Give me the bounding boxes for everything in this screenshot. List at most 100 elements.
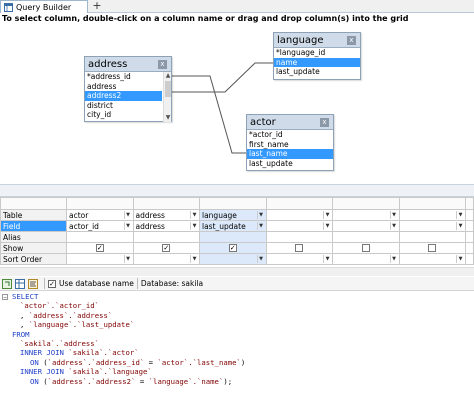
pane-splitter[interactable]: [0, 184, 474, 197]
row-header: Sort Order: [0, 253, 67, 265]
column-header[interactable]: [332, 197, 400, 210]
show-checkbox[interactable]: ✓: [228, 244, 237, 252]
field-item[interactable]: *address_id: [87, 72, 131, 81]
table-header[interactable]: language x: [274, 33, 360, 48]
table-header[interactable]: actor x: [247, 115, 333, 130]
chevron-down-icon[interactable]: ▼: [190, 211, 198, 219]
chevron-down-icon[interactable]: ▼: [256, 255, 265, 263]
field-item[interactable]: district: [87, 100, 113, 110]
field-item[interactable]: *language_id: [276, 48, 326, 57]
sql-keyword: ON: [30, 376, 44, 386]
chevron-down-icon[interactable]: ▼: [323, 211, 331, 219]
field-cell[interactable]: address▼: [132, 220, 200, 232]
table-header[interactable]: address x: [85, 57, 171, 72]
chevron-down-icon[interactable]: ▼: [323, 255, 331, 263]
field-cell[interactable]: last_update▼: [199, 220, 267, 232]
chevron-down-icon[interactable]: ▼: [389, 222, 398, 230]
chevron-down-icon[interactable]: ▼: [123, 222, 132, 230]
format-icon[interactable]: [28, 278, 38, 289]
show-checkbox[interactable]: [428, 244, 437, 252]
chevron-down-icon[interactable]: ▼: [323, 222, 331, 230]
close-icon[interactable]: x: [158, 60, 167, 69]
show-checkbox[interactable]: [295, 244, 304, 252]
show-checkbox[interactable]: ✓: [95, 244, 104, 252]
field-cell[interactable]: ▼: [265, 220, 333, 232]
scroll-down-icon[interactable]: ▼: [165, 114, 171, 121]
show-checkbox[interactable]: ✓: [162, 244, 171, 252]
chevron-down-icon[interactable]: ▼: [123, 255, 132, 263]
grid-icon[interactable]: [15, 278, 25, 289]
column-header[interactable]: [132, 197, 200, 210]
column-header[interactable]: [398, 197, 466, 210]
field-cell[interactable]: ▼: [332, 220, 400, 232]
sql-identifier: `actor`.`last_name`: [157, 357, 241, 367]
use-database-name-checkbox[interactable]: ✓: [48, 279, 56, 288]
table-actor[interactable]: actor x *actor_id first_name last_name l…: [246, 114, 334, 171]
table-cell[interactable]: language ▼: [199, 209, 267, 221]
sql-keyword: ON: [30, 357, 44, 367]
table-cell[interactable]: ▼: [398, 209, 466, 221]
field-item[interactable]: address: [87, 81, 117, 91]
chevron-down-icon[interactable]: ▼: [389, 211, 398, 219]
alias-cell[interactable]: [398, 231, 466, 243]
table-cell[interactable]: address▼: [132, 209, 200, 221]
field-item[interactable]: first_name: [249, 139, 289, 149]
diagram-canvas[interactable]: address x *address_id address address2 d…: [0, 24, 474, 184]
chevron-down-icon[interactable]: ▼: [456, 255, 464, 263]
sort-cell[interactable]: ▼: [66, 253, 134, 265]
column-header[interactable]: [66, 197, 134, 210]
table-address[interactable]: address x *address_id address address2 d…: [84, 56, 172, 122]
chevron-down-icon[interactable]: ▼: [123, 211, 132, 219]
sort-cell[interactable]: ▼: [398, 253, 466, 265]
chevron-down-icon[interactable]: ▼: [190, 255, 198, 263]
criteria-grid: Table actor▼ address▼ language▼ ▼ ▼ ▼ Fi…: [0, 197, 474, 267]
alias-cell[interactable]: [66, 231, 134, 243]
show-cell: [332, 242, 400, 254]
alias-cell[interactable]: [265, 231, 333, 243]
horizontal-scrollbar[interactable]: [0, 267, 474, 276]
field-cell[interactable]: ▼: [398, 220, 466, 232]
chevron-down-icon[interactable]: ▼: [456, 211, 464, 219]
show-cell: ✓: [66, 242, 134, 254]
alias-cell[interactable]: [132, 231, 200, 243]
column-header[interactable]: [265, 197, 333, 210]
column-header[interactable]: [199, 197, 267, 210]
field-item[interactable]: last_name: [247, 149, 333, 159]
chevron-down-icon[interactable]: ▼: [389, 255, 398, 263]
sql-editor[interactable]: −SELECT`actor`.`actor_id`, `address`.`ad…: [0, 292, 474, 403]
table-cell[interactable]: ▼: [332, 209, 400, 221]
table-language[interactable]: language x *language_id name last_update: [273, 32, 361, 80]
field-item[interactable]: last_update: [276, 67, 320, 77]
sort-cell[interactable]: ▼: [199, 253, 267, 265]
vertical-scrollbar[interactable]: ▲ ▼: [163, 72, 171, 122]
scroll-up-icon[interactable]: ▲: [165, 72, 171, 79]
tab-query-builder[interactable]: Query Builder: [0, 0, 88, 13]
field-item[interactable]: city_id: [87, 110, 112, 120]
field-item[interactable]: name: [274, 57, 360, 68]
alias-cell[interactable]: [332, 231, 400, 243]
sql-identifier: `address`.`address_id`: [47, 357, 145, 367]
refresh-icon[interactable]: [2, 278, 12, 289]
show-checkbox[interactable]: [361, 244, 370, 252]
close-icon[interactable]: x: [347, 36, 356, 45]
sort-cell[interactable]: ▼: [332, 253, 400, 265]
close-icon[interactable]: x: [320, 118, 329, 127]
field-item[interactable]: *actor_id: [249, 130, 283, 139]
alias-cell[interactable]: [199, 231, 267, 243]
scroll-thumb[interactable]: [165, 81, 171, 97]
field-cell[interactable]: actor_id▼: [66, 220, 134, 232]
chevron-down-icon[interactable]: ▼: [190, 222, 198, 230]
chevron-down-icon[interactable]: ▼: [256, 222, 265, 230]
field-item[interactable]: address2: [85, 91, 162, 101]
field-item[interactable]: last_update: [249, 158, 293, 168]
chevron-down-icon[interactable]: ▼: [256, 211, 265, 219]
sql-text: ): [240, 357, 246, 367]
sort-cell[interactable]: ▼: [132, 253, 200, 265]
table-cell[interactable]: actor▼: [66, 209, 134, 221]
cell-value: language: [202, 210, 237, 220]
chevron-down-icon[interactable]: ▼: [456, 222, 464, 230]
sort-cell[interactable]: ▼: [265, 253, 333, 265]
collapse-icon[interactable]: −: [2, 294, 8, 301]
table-cell[interactable]: ▼: [265, 209, 333, 221]
add-tab-button[interactable]: +: [92, 0, 102, 12]
